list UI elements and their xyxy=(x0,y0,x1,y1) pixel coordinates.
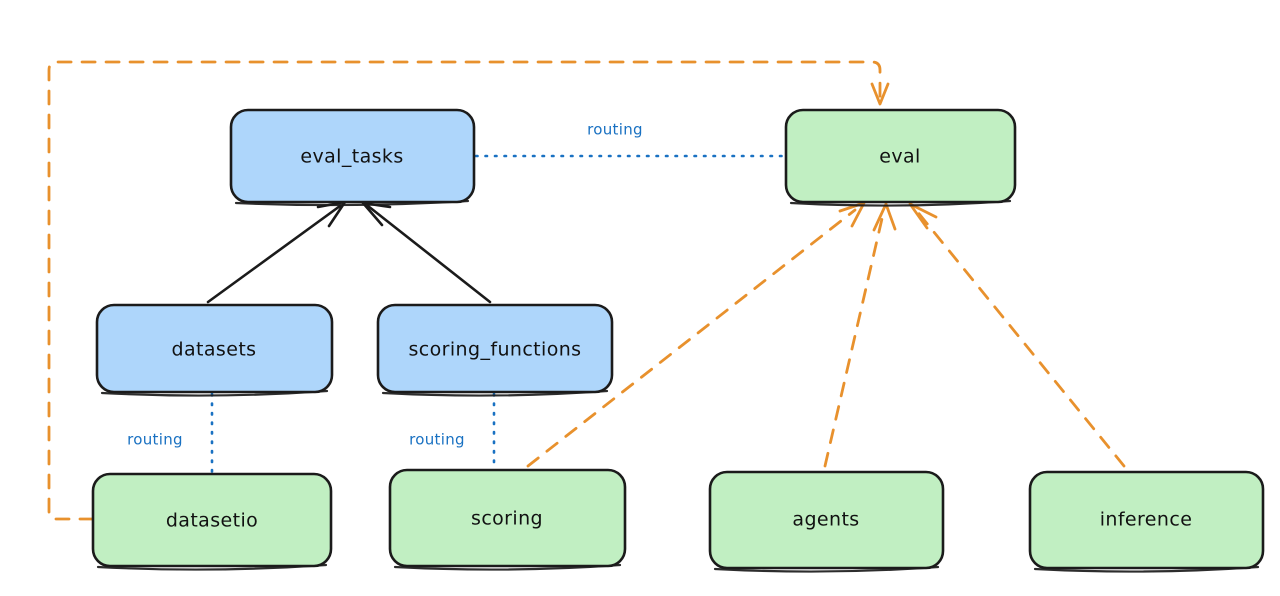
node-agents-shape xyxy=(708,470,945,570)
node-scoring_functions-shape xyxy=(376,303,614,394)
node-datasets[interactable]: datasets xyxy=(95,303,334,397)
edge-datasetio-to-eval xyxy=(47,60,890,521)
edge-label-routing-datasets: routing xyxy=(127,431,183,449)
edge-scoring_functions-to-eval_tasks xyxy=(361,201,492,304)
node-inference-shape xyxy=(1028,470,1265,570)
node-agents[interactable]: agents xyxy=(708,470,945,573)
node-inference[interactable]: inference xyxy=(1028,470,1265,573)
arrowhead-eval-from-inference xyxy=(908,202,938,230)
edge-label-eval_tasks-eval: routing xyxy=(570,117,660,141)
node-scoring_functions[interactable]: scoring_functions xyxy=(376,303,614,397)
label-backdrop-routing-2 xyxy=(110,427,200,451)
edge-datasets-to-eval_tasks xyxy=(206,200,347,304)
edge-label-datasets-datasetio: routing xyxy=(110,427,200,451)
edge-label-scoring_functions-scoring: routing xyxy=(392,427,482,451)
arrowhead-eval-from-agents xyxy=(872,202,897,232)
node-eval_tasks-label: eval_tasks xyxy=(300,146,403,168)
label-backdrop-routing-3 xyxy=(392,427,482,451)
node-eval-label: eval xyxy=(879,146,920,168)
edge-inference-to-eval xyxy=(908,202,1126,468)
edge-agents-to-eval xyxy=(823,202,897,468)
node-scoring-label: scoring xyxy=(471,508,543,530)
node-datasetio[interactable]: datasetio xyxy=(91,472,333,571)
node-scoring-shape xyxy=(388,468,627,568)
node-datasetio-shape xyxy=(91,472,333,568)
node-datasets-label: datasets xyxy=(172,339,257,361)
node-datasets-shape xyxy=(95,303,334,394)
node-agents-label: agents xyxy=(792,509,859,531)
node-eval_tasks[interactable]: eval_tasks xyxy=(229,108,476,207)
node-eval[interactable]: eval xyxy=(784,108,1017,207)
label-backdrop-routing-1 xyxy=(570,117,660,141)
edge-label-routing-scoring_functions: routing xyxy=(409,431,465,449)
node-scoring[interactable]: scoring xyxy=(388,468,627,571)
node-scoring_functions-label: scoring_functions xyxy=(409,339,582,361)
edge-label-routing-eval_tasks: routing xyxy=(587,121,643,139)
node-inference-label: inference xyxy=(1100,509,1193,531)
node-datasetio-label: datasetio xyxy=(166,510,258,532)
node-eval_tasks-shape xyxy=(229,108,476,204)
node-eval-shape xyxy=(784,108,1017,204)
arrowhead-eval-top xyxy=(870,82,890,106)
